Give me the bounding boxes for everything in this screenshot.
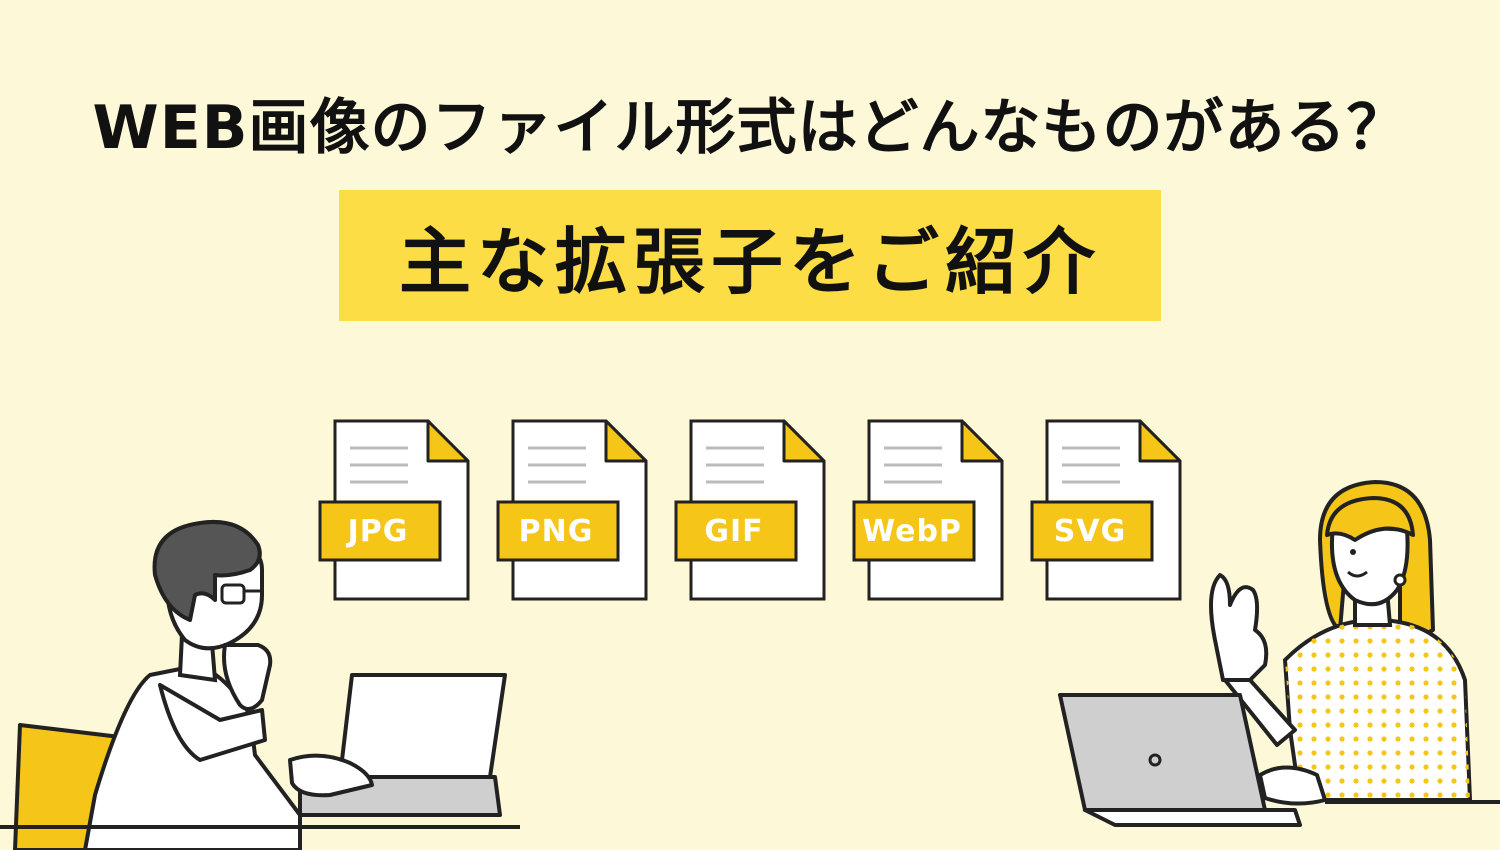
file-icon-svg: SVG (1030, 418, 1182, 603)
file-icon-gif: GIF (674, 418, 826, 603)
document-icon (1030, 419, 1182, 601)
file-label: JPG (347, 513, 409, 549)
file-label: PNG (518, 513, 594, 549)
subtitle-banner: 主な拡張子をご紹介 (339, 190, 1161, 321)
file-icon-png: PNG (496, 418, 648, 603)
laptop-icon (338, 673, 507, 779)
file-label: WebP (862, 513, 962, 549)
earring-icon (1393, 573, 1407, 587)
subtitle-text: 主な拡張子をご紹介 (398, 220, 1101, 304)
man-with-laptop-illustration (0, 520, 520, 850)
page-title: WEB画像のファイル形式はどんなものがある？ (92, 93, 1408, 163)
laptop-icon (1058, 693, 1267, 812)
document-icon (674, 419, 826, 601)
document-icon (852, 419, 1004, 601)
woman-with-laptop-illustration (1058, 480, 1500, 827)
document-icon (496, 419, 648, 601)
document-icon (318, 419, 470, 601)
hair-shape (152, 520, 262, 622)
file-icon-webp: WebP (852, 418, 1004, 603)
ok-hand-icon (1209, 573, 1269, 682)
file-icon-jpg: JPG (318, 418, 470, 603)
file-label: SVG (1053, 513, 1127, 549)
file-icons-row: JPG PNG GIF We (318, 418, 1188, 603)
file-label: GIF (704, 513, 764, 549)
